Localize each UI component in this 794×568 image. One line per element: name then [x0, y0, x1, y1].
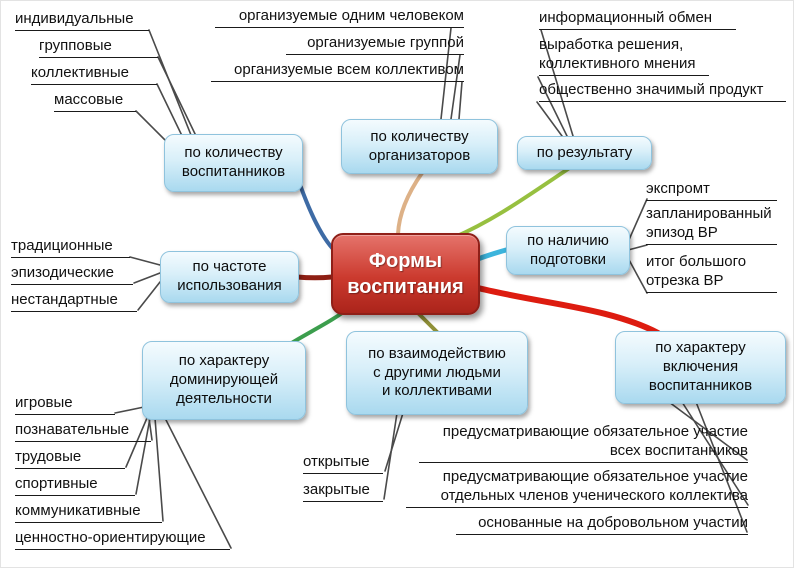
connector-line	[536, 101, 563, 137]
leaf-label: предусматривающие обязательное участие о…	[406, 467, 748, 508]
leaf-label: спортивные	[15, 474, 135, 496]
branch-line-by-inclusion	[471, 284, 661, 336]
leaf-label: коммуникативные	[15, 501, 162, 523]
connector-line	[627, 244, 648, 251]
connector-line	[627, 257, 648, 294]
leaf-label: организуемые одним человеком	[215, 6, 464, 28]
leaf-label: экспромт	[646, 179, 777, 201]
leaf-label: организуемые всем коллективом	[211, 60, 464, 82]
branch-line-by-frequency	[294, 274, 335, 281]
branch-node-by-preparation: по наличию подготовки	[506, 226, 630, 275]
branch-node-by-result: по результату	[517, 136, 652, 170]
leaf-label: ценностно-ориентирующие	[15, 528, 230, 550]
branch-node-by-dominant-activity: по характеру доминирующей деятельности	[142, 341, 306, 420]
branch-node-by-interaction: по взаимодействию с другими людьми и кол…	[346, 331, 528, 415]
leaf-label: открытые	[303, 452, 383, 474]
leaf-label: общественно значимый продукт	[539, 80, 786, 102]
leaf-label: индивидуальные	[15, 9, 149, 31]
leaf-label: запланированный эпизод ВР	[646, 204, 777, 245]
leaf-label: предусматривающие обязательное участие в…	[419, 422, 748, 463]
branch-node-by-inclusion: по характеру включения воспитанников	[615, 331, 786, 404]
leaf-label: выработка решения, коллективного мнения	[539, 35, 709, 76]
leaf-label: эпизодические	[11, 263, 133, 285]
leaf-label: основанные на добровольном участии	[456, 513, 748, 535]
leaf-label: познавательные	[15, 420, 151, 442]
connector-line	[383, 412, 398, 500]
leaf-label: итог большого отрезка ВР	[646, 252, 777, 293]
leaf-label: информационный обмен	[539, 8, 736, 30]
connector-line	[114, 406, 145, 414]
connector-line	[129, 256, 161, 266]
leaf-label: традиционные	[11, 236, 130, 258]
connector-line	[157, 56, 198, 139]
leaf-label: групповые	[39, 36, 158, 58]
connector-line	[137, 281, 161, 311]
leaf-label: трудовые	[15, 447, 125, 469]
connector-line	[458, 81, 463, 120]
branch-node-by-frequency: по частоте использования	[160, 251, 299, 303]
branch-line-by-organizer-count	[396, 171, 424, 236]
branch-node-by-organizer-count: по количеству организаторов	[341, 119, 498, 174]
central-node: Формы воспитания	[331, 233, 480, 315]
connector-line	[627, 198, 648, 243]
leaf-label: закрытые	[303, 480, 383, 502]
branch-node-by-pupil-count: по количеству воспитанников	[164, 134, 303, 192]
leaf-label: игровые	[15, 393, 115, 415]
leaf-label: нестандартные	[11, 290, 137, 312]
connector-line	[133, 272, 161, 284]
leaf-label: коллективные	[31, 63, 157, 85]
leaf-label: массовые	[54, 90, 136, 112]
connector-line	[384, 412, 404, 472]
leaf-label: организуемые группой	[286, 33, 464, 55]
